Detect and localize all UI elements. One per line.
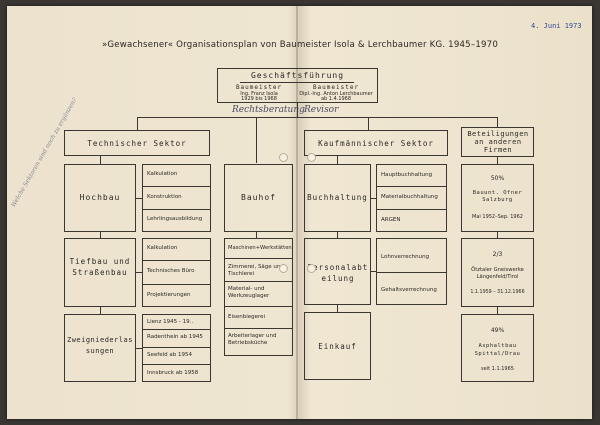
commercial-sector-header: Kaufmännischer Sektor (304, 130, 448, 156)
holdings-header: Beteiligungen an anderen Firmen (461, 127, 534, 157)
handwritten-note-right: Revisor (304, 105, 339, 115)
management-left-name: Ing. Franz Isola (240, 91, 278, 97)
punch-hole (279, 153, 288, 162)
holding-ofner: 50% Bauunt. Ofner Salzburg Mai 1952–Sep.… (461, 164, 534, 232)
hochbau-box: Hochbau (64, 164, 136, 232)
management-left-dates: 1929 bis 1968 (241, 96, 277, 102)
accounting-box: Buchhaltung (304, 164, 371, 232)
paper-sheet (7, 6, 592, 419)
purchasing-box: Einkauf (304, 312, 371, 380)
accounting-items: Hauptbuchhaltung Materialbuchhaltung ARG… (376, 164, 447, 232)
tiefbau-box: Tiefbau und Straßenbau (64, 238, 136, 307)
paper-fold (296, 6, 298, 419)
bauhof-box: Bauhof (224, 164, 293, 232)
management-box: Geschäftsführung Baumeister Ing. Franz I… (217, 68, 378, 103)
handwritten-note-left: Rechtsberatung (232, 105, 305, 115)
holding-gneiswerke: 2/3 Ötztaler Gneiswerke Längenfeld/Tirol… (461, 238, 534, 307)
hochbau-items: Kalkulation Konstruktion Lehrlingsausbil… (142, 164, 211, 232)
branches-box: Zweigniederlassungen (64, 314, 136, 382)
tiefbau-items: Kalkulation Technisches Büro Projektieru… (142, 238, 211, 307)
date-stamp: 4. Juni 1973 (531, 22, 582, 30)
personnel-items: Lohnverrechnung Gehaltsverrechnung (376, 238, 447, 305)
bauhof-items: Maschinen+Werkstätten Zimmerei, Säge und… (224, 238, 293, 356)
punch-hole (279, 264, 288, 273)
management-left-role: Baumeister (235, 84, 283, 91)
management-right-role: Baumeister (312, 84, 360, 91)
branches-items: Lienz 1945 - 19.. Radenthein ab 1945 See… (142, 314, 211, 382)
management-right-name: Dipl.-Ing. Anton Lerchbaumer (299, 91, 373, 97)
management-right-dates: ab 1.4.1968 (320, 96, 352, 102)
punch-hole (307, 264, 316, 273)
personnel-box: Personalabteilung (304, 238, 371, 305)
punch-hole (307, 153, 316, 162)
page-title: »Gewachsener« Organisationsplan von Baum… (101, 40, 499, 50)
holding-asphaltbau: 49% Asphaltbau Spittal/Drau seit 1.1.196… (461, 314, 534, 382)
tech-sector-header: Technischer Sektor (64, 130, 210, 156)
management-heading: Geschäftsführung (250, 71, 345, 80)
